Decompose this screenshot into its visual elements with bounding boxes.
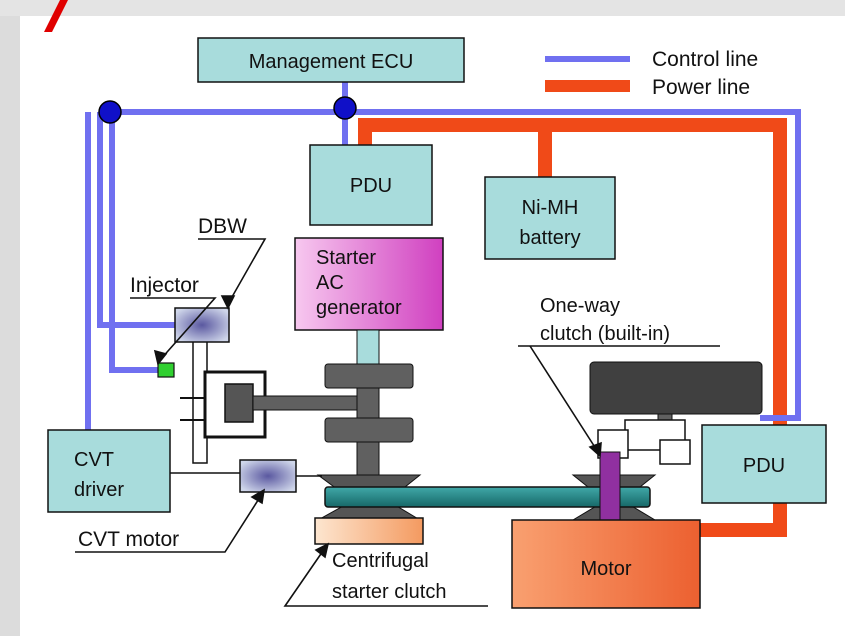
piston — [224, 383, 254, 423]
cvt-driver-box: CVT driver — [47, 429, 171, 513]
pdu-right-box: PDU — [701, 424, 827, 504]
dbw-callout-line — [198, 238, 267, 305]
power-line-main — [358, 118, 787, 537]
connecting-rod — [252, 395, 366, 411]
control-line-injector — [109, 112, 160, 373]
output-gear-assembly — [589, 361, 763, 523]
lower-gear — [324, 417, 414, 443]
injector-part — [157, 362, 175, 378]
centrifugal-callout-line — [283, 547, 488, 607]
callouts — [75, 238, 720, 607]
cvt-motor-callout-line — [75, 493, 263, 553]
pdu-top-box: PDU — [309, 144, 433, 226]
pdu-right-label: PDU — [743, 455, 785, 477]
reduction-gear-right — [659, 439, 691, 465]
legend-control-label: Control line — [652, 48, 758, 71]
battery-label-line2: battery — [519, 227, 580, 249]
battery-label-line1: Ni-MH — [522, 197, 579, 219]
centrifugal-clutch — [314, 517, 424, 545]
legend-power-label: Power line — [652, 76, 750, 99]
cvt-driver-label-line1: CVT — [74, 449, 114, 471]
pdu-top-label: PDU — [350, 175, 392, 197]
flywheel — [589, 361, 763, 415]
one-way-label-line2: clutch (built-in) — [540, 323, 670, 345]
battery-box: Ni-MH battery — [484, 176, 616, 260]
starter-shaft — [356, 329, 380, 367]
centrifugal-arrowhead — [314, 542, 330, 559]
dbw-arrowhead — [220, 295, 236, 310]
one-way-callout-line — [529, 345, 599, 453]
injector-arrowhead — [153, 349, 168, 366]
starter-label-line3: generator — [316, 297, 402, 319]
injector-callout-line — [130, 297, 217, 361]
motor-box: Motor — [511, 519, 701, 609]
cvt-belt — [324, 486, 651, 508]
one-way-label-line1: One-way — [540, 295, 620, 317]
left-edge-shade — [0, 0, 20, 636]
one-way-arrowhead — [588, 441, 602, 458]
cvt-motor-label: CVT motor — [78, 528, 179, 551]
power-lines — [358, 118, 787, 537]
starter-label-line1: Starter — [316, 247, 376, 269]
one-way-clutch-part — [599, 451, 621, 523]
control-lines — [85, 80, 801, 430]
management-ecu-label: Management ECU — [249, 51, 414, 73]
injector-label: Injector — [130, 274, 199, 297]
centrifugal-label-line2: starter clutch — [332, 581, 446, 603]
motor-label: Motor — [580, 558, 631, 580]
gear-shaft — [356, 387, 380, 419]
control-node-left — [98, 100, 122, 124]
management-ecu-box: Management ECU — [197, 37, 465, 83]
control-line-dbw — [97, 112, 175, 328]
dbw-label: DBW — [198, 215, 247, 238]
upper-gear — [324, 363, 414, 389]
gear-stack — [324, 363, 414, 477]
top-edge-shade — [0, 0, 845, 16]
cvt-motor-part — [239, 459, 297, 493]
red-mark — [44, 0, 68, 32]
starter-generator-box: Starter AC generator — [294, 237, 444, 331]
starter-label-line2: AC — [316, 272, 344, 294]
pulley-shaft — [356, 441, 380, 477]
cvt-driver-label-line2: driver — [74, 479, 124, 501]
control-line-top — [100, 109, 801, 421]
centrifugal-label-line1: Centrifugal — [332, 550, 429, 572]
cvt-motor-arrowhead — [250, 488, 266, 505]
legend: Control line Power line — [545, 48, 758, 99]
control-node-center — [333, 96, 357, 120]
